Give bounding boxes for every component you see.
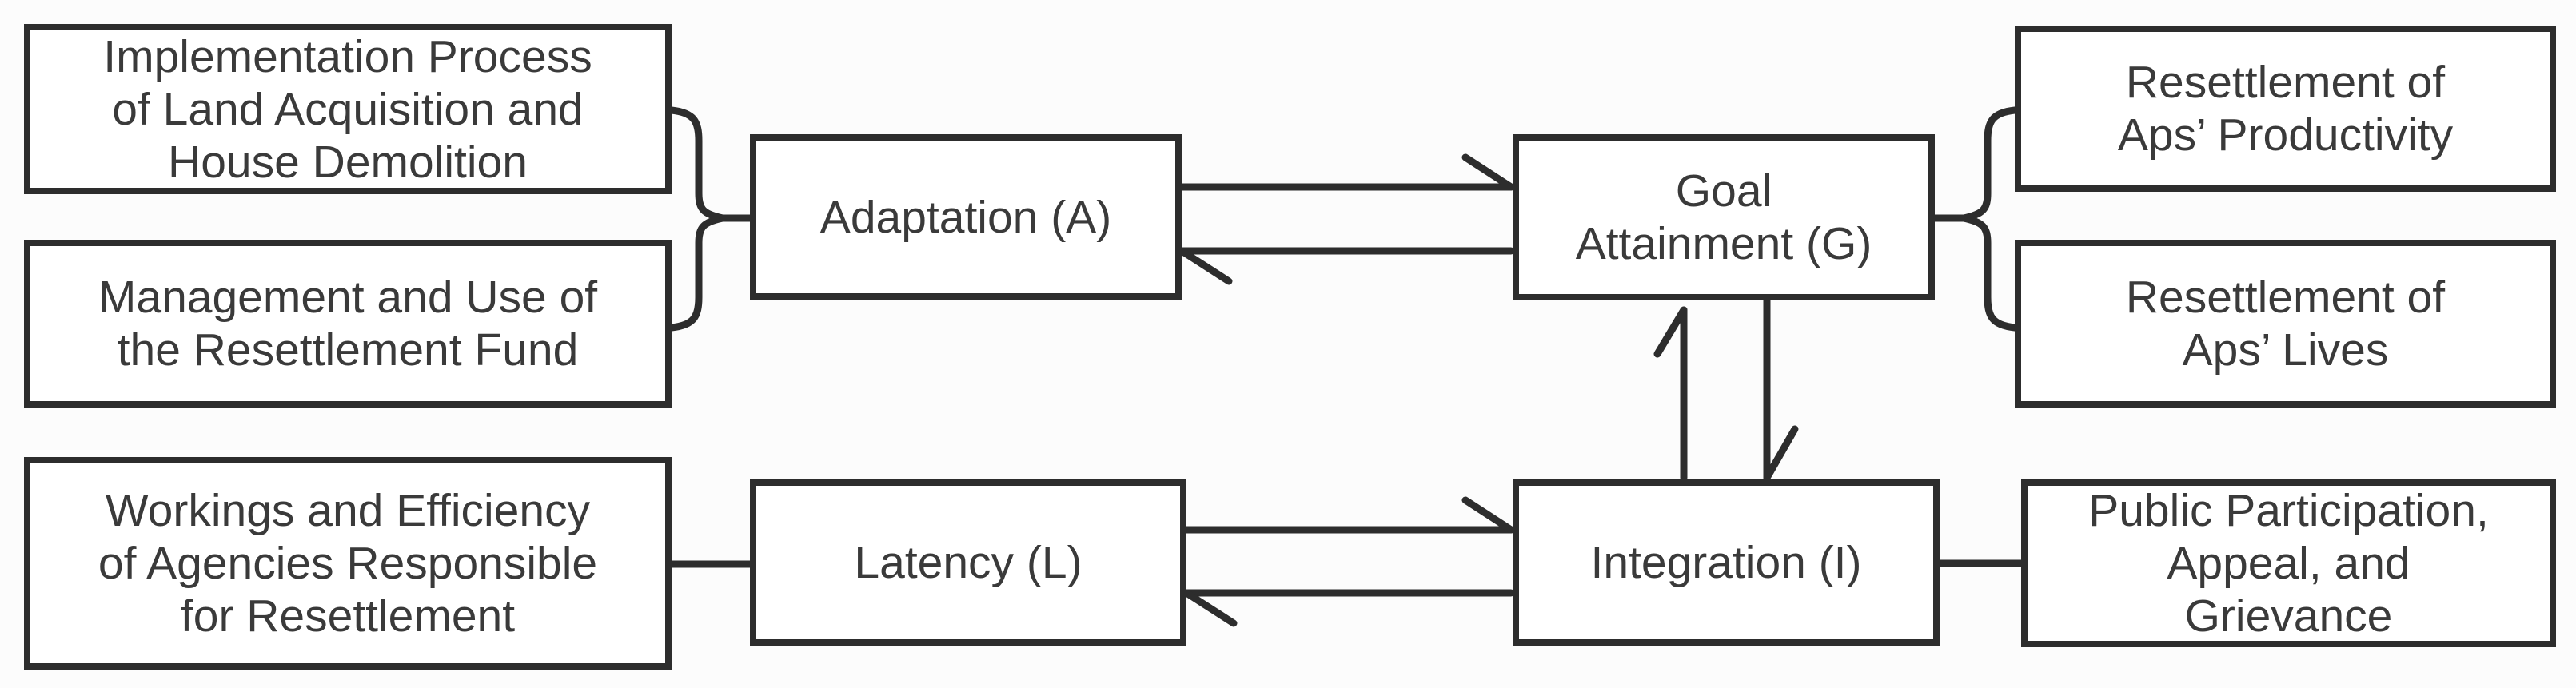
box-adaptation-label: Adaptation (A)	[819, 191, 1112, 243]
box-integration: Integration (I)	[1513, 479, 1940, 646]
box-integration-label: Integration (I)	[1590, 537, 1862, 588]
box-goal-attainment: Goal Attainment (G)	[1513, 134, 1935, 300]
box-public-participation-line2: Appeal, and	[2167, 538, 2411, 589]
box-implementation-process-line1: Implementation Process	[103, 30, 592, 82]
box-resettlement-lives-line2: Aps’ Lives	[2182, 324, 2389, 376]
box-public-participation-line3: Grievance	[2184, 591, 2393, 642]
box-management-fund: Management and Use of the Resettlement F…	[24, 240, 672, 408]
box-implementation-process: Implementation Process of Land Acquisiti…	[24, 24, 672, 194]
box-goal-attainment-line1: Goal	[1675, 165, 1772, 217]
arrow-integration-to-latency-head	[1182, 589, 1238, 627]
box-workings-agencies-line3: for Resettlement	[180, 591, 516, 642]
arrow-integration-to-goal-head	[1653, 306, 1688, 358]
right-brace-connector	[1963, 106, 2019, 332]
left-brace-connector	[668, 106, 724, 332]
box-resettlement-productivity-line1: Resettlement of	[2125, 57, 2446, 108]
arrow-goal-to-adaptation-head	[1178, 247, 1233, 285]
box-resettlement-productivity-line2: Aps’ Productivity	[2117, 109, 2454, 161]
arrow-adaptation-to-goal-head	[1461, 153, 1515, 191]
box-public-participation: Public Participation, Appeal, and Grieva…	[2021, 479, 2556, 647]
box-resettlement-lives: Resettlement of Aps’ Lives	[2015, 240, 2556, 408]
box-resettlement-lives-line1: Resettlement of	[2125, 272, 2446, 323]
box-workings-agencies-line1: Workings and Efficiency	[105, 485, 591, 536]
box-public-participation-line1: Public Participation,	[2088, 485, 2489, 536]
box-implementation-process-line2: of Land Acquisition and	[112, 83, 584, 135]
box-latency-label: Latency (L)	[854, 537, 1083, 588]
box-resettlement-productivity: Resettlement of Aps’ Productivity	[2015, 26, 2556, 192]
box-management-fund-line1: Management and Use of	[98, 272, 598, 323]
arrow-latency-to-integration-head	[1461, 496, 1515, 534]
box-latency: Latency (L)	[750, 479, 1186, 646]
arrow-goal-to-integration-head	[1763, 425, 1799, 482]
box-management-fund-line2: the Resettlement Fund	[117, 324, 579, 376]
box-adaptation: Adaptation (A)	[750, 134, 1182, 300]
box-workings-agencies-line2: of Agencies Responsible	[98, 538, 598, 589]
box-goal-attainment-line2: Attainment (G)	[1575, 218, 1872, 269]
box-workings-agencies: Workings and Efficiency of Agencies Resp…	[24, 457, 672, 670]
box-implementation-process-line3: House Demolition	[168, 136, 528, 188]
